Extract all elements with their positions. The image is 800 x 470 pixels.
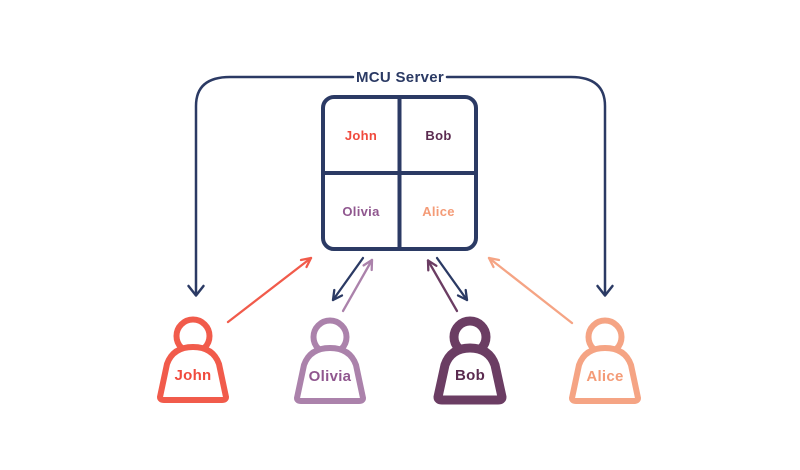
grid-cell-olivia: Olivia xyxy=(342,204,380,219)
server-downlink-right-arrowhead-icon xyxy=(596,284,614,297)
olivia-uplink-line xyxy=(341,258,374,313)
grid-cell-bob: Bob xyxy=(425,128,451,143)
john-uplink-line xyxy=(226,256,313,324)
olivia-uplink-arrowhead-icon xyxy=(362,258,374,272)
alice-uplink-arrowhead-icon xyxy=(487,256,501,269)
participant-bob-label: Bob xyxy=(455,367,485,384)
bob-downlink-arrow xyxy=(435,256,469,302)
participant-olivia-icon xyxy=(294,317,366,404)
participant-alice-icon xyxy=(569,317,641,404)
server-bracket xyxy=(187,75,614,297)
alice-uplink-arrow xyxy=(487,256,574,325)
mcu-composite-grid xyxy=(321,95,478,251)
olivia-downlink-arrowhead-icon xyxy=(331,288,344,302)
alice-uplink-line xyxy=(487,256,574,325)
bob-uplink-arrowhead-icon xyxy=(426,259,438,272)
olivia-uplink-arrow xyxy=(341,258,374,313)
grid-cell-alice: Alice xyxy=(422,204,455,219)
participant-john-icon xyxy=(157,316,229,403)
olivia-downlink-arrow xyxy=(331,256,365,302)
participant-alice-label: Alice xyxy=(586,368,623,385)
bob-uplink-line xyxy=(426,259,459,313)
participant-olivia-label: Olivia xyxy=(309,368,352,385)
bob-downlink-line xyxy=(435,256,469,302)
grid-cell-john: John xyxy=(345,128,377,143)
person-body-icon xyxy=(433,343,507,405)
john-uplink-arrow xyxy=(226,256,313,324)
olivia-downlink-line xyxy=(331,256,365,302)
server-downlink-left-line xyxy=(194,75,355,296)
bob-uplink-arrow xyxy=(426,259,459,313)
server-downlink-left-arrowhead-icon xyxy=(187,284,205,297)
participant-bob-icon xyxy=(433,316,507,405)
person-body-icon xyxy=(569,345,641,404)
bob-downlink-arrowhead-icon xyxy=(456,288,469,302)
server-downlink-right-line xyxy=(445,75,607,296)
person-body-icon xyxy=(294,345,366,404)
participant-john-label: John xyxy=(174,367,211,384)
mcu-server-label: MCU Server xyxy=(356,69,444,86)
john-uplink-arrowhead-icon xyxy=(299,256,313,269)
person-body-icon xyxy=(157,344,229,403)
